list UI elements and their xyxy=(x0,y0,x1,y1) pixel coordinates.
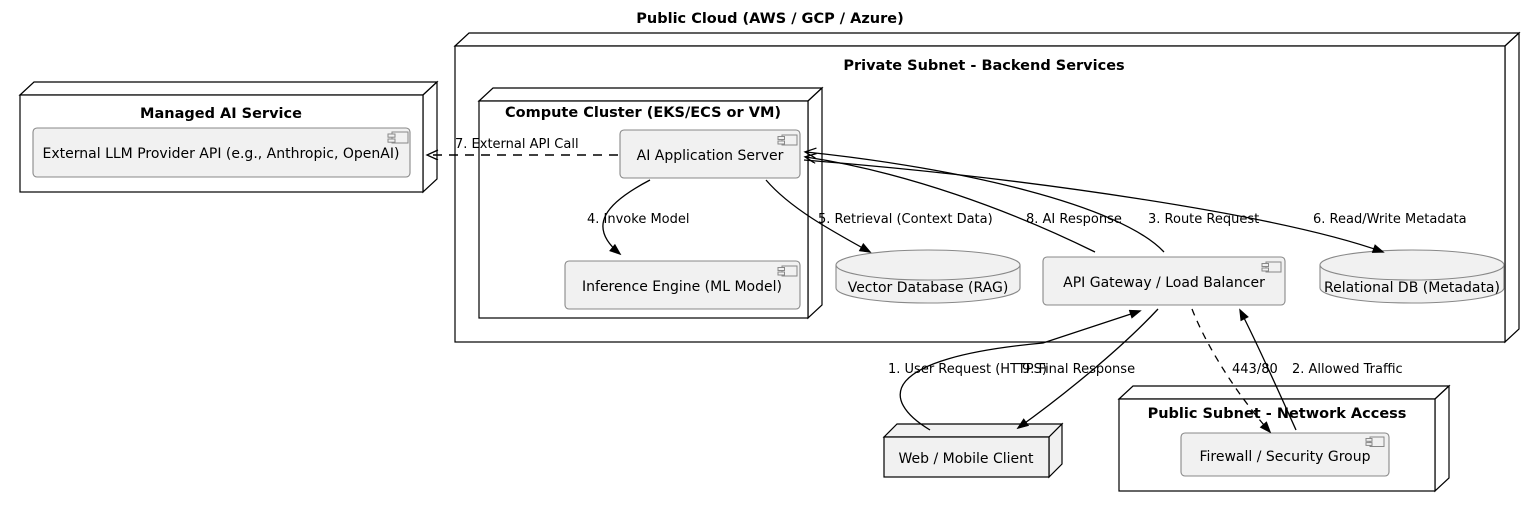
edge-invoke-model: 4. Invoke Model xyxy=(587,179,689,254)
edge-label: 7. External API Call xyxy=(455,137,579,152)
node-vector-database[interactable]: Vector Database (RAG) xyxy=(835,249,1021,304)
container-public-subnet: Public Subnet - Network Access Firewall … xyxy=(1117,384,1451,493)
component-icon xyxy=(1261,261,1282,273)
node-ai-application-server[interactable]: AI Application Server xyxy=(619,129,801,179)
edge-label: 2. Allowed Traffic xyxy=(1292,362,1403,377)
cloud-title: Public Cloud (AWS / GCP / Azure) xyxy=(636,11,903,27)
edge-label: 5. Retrieval (Context Data) xyxy=(818,212,993,227)
node-firewall-security-group[interactable]: Firewall / Security Group xyxy=(1180,432,1390,477)
component-icon xyxy=(777,265,798,277)
node-label: Firewall / Security Group xyxy=(1200,449,1371,465)
compute-cluster-title: Compute Cluster (EKS/ECS or VM) xyxy=(505,105,781,121)
node-label: API Gateway / Load Balancer xyxy=(1063,275,1265,291)
node-api-gateway[interactable]: API Gateway / Load Balancer xyxy=(1042,256,1286,306)
node-web-mobile-client[interactable]: Web / Mobile Client xyxy=(882,422,1064,479)
edge-label: 9. Final Response xyxy=(1022,362,1135,377)
edge-read-write-metadata: 6. Read/Write Metadata xyxy=(803,159,1467,252)
edge-label: 3. Route Request xyxy=(1148,212,1259,227)
edge-user-request: 1. User Request (HTTPS) xyxy=(888,311,1140,431)
node-label: External LLM Provider API (e.g., Anthrop… xyxy=(43,146,400,162)
edge-label: 4. Invoke Model xyxy=(587,212,689,227)
private-subnet-title: Private Subnet - Backend Services xyxy=(843,58,1124,74)
edge-label: 8. AI Response xyxy=(1026,212,1122,227)
edge-external-api-call: 7. External API Call xyxy=(428,137,618,155)
node-inference-engine[interactable]: Inference Engine (ML Model) xyxy=(564,260,801,310)
edge-label: 6. Read/Write Metadata xyxy=(1313,212,1467,227)
edge-route-request: 3. Route Request xyxy=(806,152,1259,253)
component-icon xyxy=(387,131,409,144)
node-external-llm-provider-api[interactable]: External LLM Provider API (e.g., Anthrop… xyxy=(32,127,411,178)
container-compute-cluster: Compute Cluster (EKS/ECS or VM) AI Appli… xyxy=(477,86,824,320)
node-label: Inference Engine (ML Model) xyxy=(582,279,782,295)
container-managed-ai-service: Managed AI Service External LLM Provider… xyxy=(18,80,439,194)
component-icon xyxy=(1365,436,1385,447)
edge-retrieval-context-data: 5. Retrieval (Context Data) xyxy=(765,179,993,252)
node-relational-db[interactable]: Relational DB (Metadata) xyxy=(1319,249,1505,304)
node-label: AI Application Server xyxy=(637,148,784,164)
edge-allowed-traffic: 2. Allowed Traffic xyxy=(1240,310,1403,431)
node-label: Vector Database (RAG) xyxy=(848,280,1009,296)
edge-final-response: 9. Final Response xyxy=(1018,308,1159,428)
component-icon xyxy=(777,134,798,146)
public-subnet-title: Public Subnet - Network Access xyxy=(1148,406,1407,422)
node-label: Relational DB (Metadata) xyxy=(1324,280,1500,296)
edge-label: 1. User Request (HTTPS) xyxy=(888,362,1047,377)
node-label: Web / Mobile Client xyxy=(898,451,1034,467)
managed-ai-service-title: Managed AI Service xyxy=(140,106,302,122)
